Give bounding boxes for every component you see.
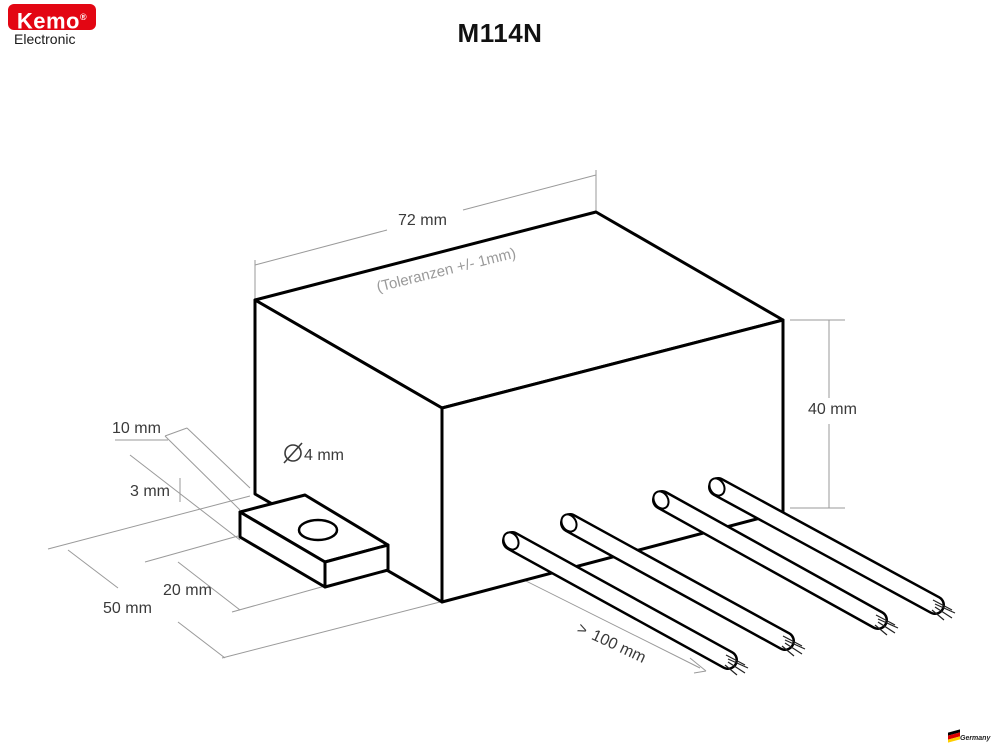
wire-3: [652, 490, 899, 636]
cable-length-label: > 100 mm: [574, 620, 648, 667]
wire-4: [708, 477, 956, 621]
length-label: 72 mm: [398, 212, 447, 229]
wire-3-strands: [874, 614, 899, 636]
width-label: 50 mm: [103, 600, 152, 617]
kemo-logo-subtitle: Electronic: [14, 31, 76, 47]
cable-length-prefix: >: [574, 620, 590, 639]
tab-offset-label: 20 mm: [163, 582, 212, 599]
kemo-logo-brand: Kemo: [16, 8, 80, 34]
hole-diameter-label: 4 mm: [304, 447, 344, 464]
mounting-tab: [238, 493, 390, 589]
kemo-logo-badge: Kemo®: [8, 4, 96, 34]
wire-1: [502, 531, 749, 676]
tab-length-label: 10 mm: [112, 420, 161, 437]
cable-length-value: 100 mm: [589, 627, 649, 667]
kemo-logo: Kemo® Electronic: [8, 4, 98, 48]
wire-2: [560, 513, 806, 657]
wire-2-strands: [781, 635, 806, 657]
germany-badge-text: Germany: [960, 735, 991, 742]
mounting-hole: [297, 518, 339, 542]
mounting-tab-front: [323, 543, 390, 589]
tab-thickness-label: 3 mm: [130, 483, 170, 500]
germany-badge: Germany: [946, 729, 996, 746]
germany-flag-icon: [948, 729, 960, 743]
wire-1-strands: [724, 654, 749, 676]
housing: [253, 210, 785, 604]
dimension-lines: [47, 170, 845, 674]
height-label: 40 mm: [808, 401, 857, 418]
diameter-icon: [283, 442, 303, 464]
wire-4-strands: [931, 599, 956, 621]
page-title: M114N: [457, 18, 543, 48]
registered-mark: ®: [79, 12, 88, 22]
